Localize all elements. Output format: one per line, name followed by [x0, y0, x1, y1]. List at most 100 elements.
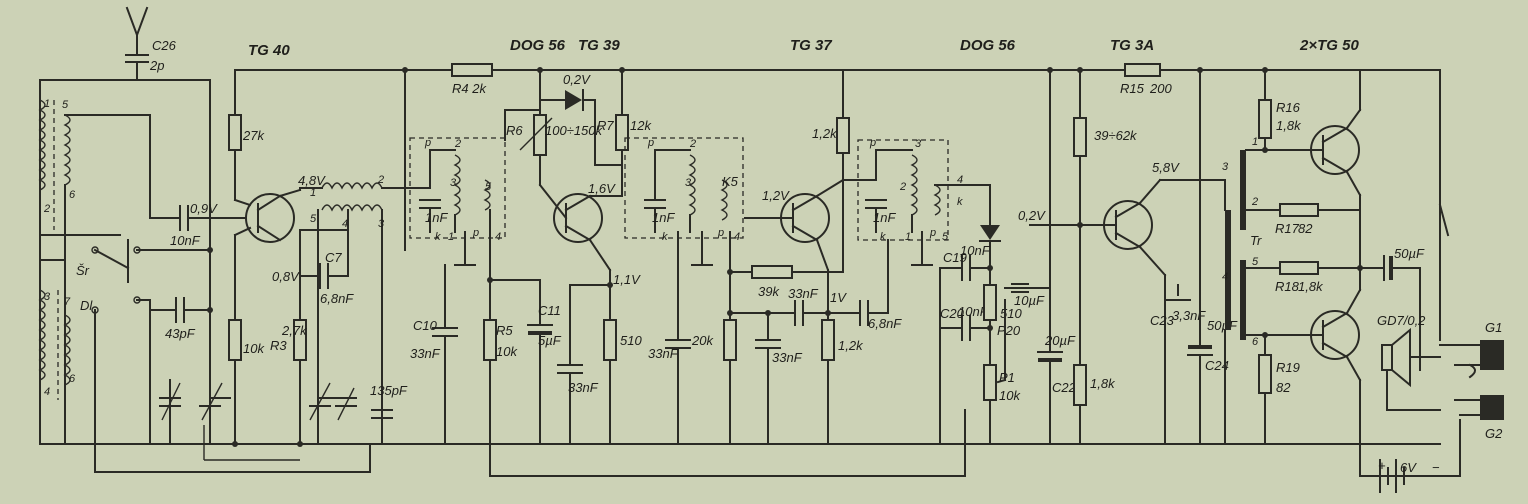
- osc-pin-1: 1: [310, 187, 316, 199]
- if1-pin-p: p: [424, 137, 431, 149]
- tr-pin-4: 4: [1222, 271, 1228, 283]
- switch-dl-label: Dl: [80, 298, 93, 313]
- tg37-label: TG 37: [790, 37, 832, 54]
- capacitor-10uf: 10µF 0,2V: [1004, 208, 1051, 308]
- if-transformer-2: p 2 3 1nF k p 4 K5: [624, 137, 744, 341]
- if2-pin-p: p: [647, 137, 654, 149]
- dog56-label-1: DOG 56: [510, 37, 566, 54]
- resistor-20k: 20k: [691, 299, 737, 445]
- coil-pin-6-top: 6: [69, 189, 76, 201]
- headphone-jack-g2[interactable]: G2: [1454, 395, 1504, 441]
- oscillator-coil: 4,8V 2 5 4 3 1: [298, 173, 431, 445]
- tr-label: Tr: [1250, 233, 1262, 248]
- c43-value: 43pF: [165, 326, 196, 341]
- r27k-value: 27k: [242, 128, 265, 143]
- resistor-r6: R6 100÷150k: [504, 69, 604, 186]
- c135-value: 135pF: [370, 383, 408, 398]
- transistor-tg40: TG 40: [245, 42, 302, 243]
- k5-label: K5: [722, 174, 739, 189]
- d02-label: 0,2V: [563, 72, 591, 87]
- capacitor-c20: C20 10nF: [939, 304, 991, 341]
- tr-pin-1: 1: [1252, 136, 1258, 148]
- antenna: C26 2p: [39, 6, 211, 445]
- battery-plus: +: [1378, 458, 1386, 473]
- r15-label: R15: [1120, 81, 1145, 96]
- v11-label: 1,1V: [613, 272, 641, 287]
- c33-d-value: 33nF: [772, 350, 803, 365]
- if2-c1nf: 1nF: [652, 210, 675, 225]
- tuning-capacitors-left[interactable]: [159, 379, 300, 461]
- power-switch[interactable]: [1438, 194, 1450, 341]
- r3-value: 2,7k: [281, 323, 308, 338]
- transistor-tg39: TG 39 1,6V 1,1V: [538, 37, 641, 321]
- r7-value: 12k: [630, 118, 652, 133]
- diode-dog56-agc: 0,2V: [539, 72, 623, 166]
- switch-sr-label: Šr: [76, 263, 90, 278]
- resistor-1-8k-base: 1,8k: [1073, 224, 1116, 445]
- if2-pin-4: 4: [734, 231, 740, 243]
- dog56-label-2: DOG 56: [960, 37, 1016, 54]
- resistor-r19: R19 82: [1258, 334, 1300, 445]
- coil-pin-3: 3: [44, 291, 51, 303]
- ground-rail: [39, 309, 1461, 477]
- r6-value: 100÷150k: [545, 123, 604, 138]
- c68-value: 6,8nF: [868, 316, 902, 331]
- r18-value: 1,8k: [1298, 279, 1324, 294]
- c50-value: 50µF: [1394, 246, 1425, 261]
- osc-pin-5: 5: [310, 213, 317, 225]
- r17-label: R17: [1275, 221, 1300, 236]
- transistor-tg50-lower: [1264, 267, 1362, 477]
- tuning-capacitors-osc[interactable]: 135pF: [309, 382, 408, 421]
- r20k-value: 20k: [691, 333, 714, 348]
- resistor-r17: R17 82: [1275, 203, 1361, 236]
- if3-pin-2: 2: [899, 181, 906, 193]
- p1-label: P1: [999, 370, 1015, 385]
- transistor-tg37: TG 37 1,2V 1V: [744, 37, 847, 321]
- if1-c1nf: 1nF: [425, 210, 448, 225]
- if1-pin-4: 4: [495, 231, 501, 243]
- if2-pin-p2: p: [717, 227, 724, 239]
- tg39-label: TG 39: [578, 37, 620, 54]
- resistor-r16: R16 1,8k: [1258, 69, 1302, 151]
- if1-pin-k: k: [435, 231, 441, 243]
- if3-pin-k2: k: [957, 196, 963, 208]
- p1-value: 10k: [999, 388, 1021, 403]
- if2-pin-3: 3: [685, 177, 692, 189]
- r17-value: 82: [1298, 221, 1313, 236]
- resistor-27k: 27k: [228, 114, 265, 207]
- v08-label: 0,8V: [272, 269, 300, 284]
- resistor-1-2k-emitter: 1,2k: [821, 319, 864, 445]
- p20-label: P20: [997, 323, 1021, 338]
- c11-label: C11: [538, 303, 561, 318]
- capacitor-c22: C22 20µF: [1037, 69, 1077, 445]
- r19-value: 82: [1276, 380, 1291, 395]
- osc-pin-2: 2: [377, 174, 384, 186]
- r12k-b-value: 1,2k: [838, 338, 864, 353]
- capacitor-c23: C23 3,3nF: [1150, 284, 1206, 328]
- band-switch[interactable]: Šr Dl: [76, 239, 211, 445]
- r5-label: R5: [496, 323, 513, 338]
- capacitor-33nf-emitter-2: 33nF: [755, 312, 803, 445]
- v12-label: 1,2V: [762, 188, 790, 203]
- coil-pin-4: 4: [44, 386, 50, 398]
- if3-pin-5: 5: [942, 231, 949, 243]
- transformer-tr: 3 4 1 2 5 6 Tr: [1222, 136, 1281, 445]
- coil-pin-7: 7: [64, 296, 71, 308]
- speaker-icon: GD7/0,2: [1377, 313, 1441, 411]
- capacitor-43pf: 43pF: [149, 297, 211, 341]
- if2-pin-k: k: [662, 231, 668, 243]
- tg40-label: TG 40: [248, 42, 290, 59]
- r15-value: 200: [1149, 81, 1172, 96]
- r10k-value: 10k: [243, 341, 265, 356]
- c19-value: 10nF: [960, 243, 991, 258]
- transistor-tg50-upper: 2×TG 50: [1264, 37, 1362, 269]
- resistor-r15: R15 200: [1120, 63, 1172, 96]
- if3-pin-p2: p: [929, 227, 936, 239]
- coil-pin-1: 1: [44, 98, 50, 110]
- potentiometer-p1[interactable]: P1 10k: [983, 299, 1021, 445]
- resistor-39-62k: 39÷62k: [1029, 69, 1138, 226]
- headphone-jack-g1[interactable]: G1: [1439, 320, 1504, 379]
- r7-label: R7: [597, 118, 614, 133]
- resistor-39k: 39k: [729, 179, 844, 299]
